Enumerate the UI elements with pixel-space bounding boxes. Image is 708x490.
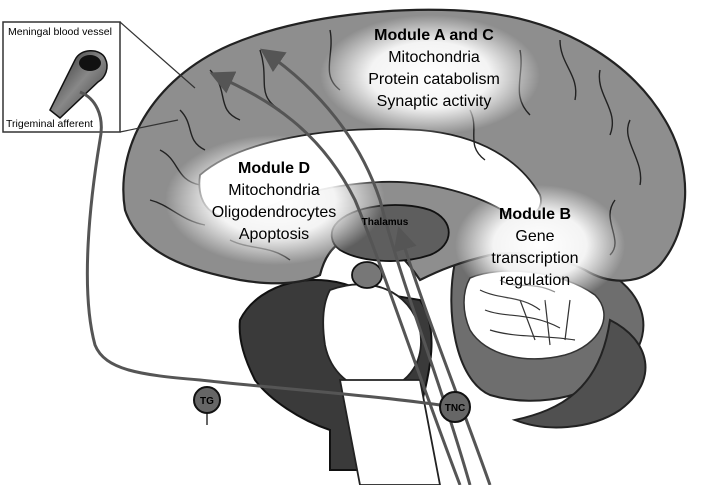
inset-top-label: Meningal blood vessel — [8, 26, 112, 38]
tnc-label: TNC — [445, 403, 466, 414]
module-d-line-2: Oligodendrocytes — [212, 204, 337, 221]
inset-bottom-label: Trigeminal afferent — [6, 118, 93, 130]
tg-node — [193, 386, 221, 414]
module-ac-glow — [320, 15, 540, 135]
module-d-glow — [165, 135, 385, 265]
module-d-line-1: Mitochondria — [228, 182, 320, 199]
trigeminal-afferent-path — [79, 90, 441, 407]
cerebellum-outer-lobe — [511, 318, 647, 429]
module-b-line-3: regulation — [500, 272, 570, 289]
thalamus-label: Thalamus — [362, 217, 409, 228]
module-d-title: Module D — [238, 160, 310, 177]
ascending-path-cortex — [209, 71, 462, 486]
module-b-line-2: transcription — [491, 250, 578, 267]
hypothalamus-node — [351, 261, 383, 289]
module-b-title: Module B — [499, 206, 571, 223]
tnc-node — [439, 391, 471, 423]
inset-connector-bottom — [119, 119, 179, 133]
module-b-line-1: Gene — [515, 228, 554, 245]
tg-label: TG — [200, 396, 214, 407]
module-ac-line-2: Protein catabolism — [368, 71, 500, 88]
module-ac-line-3: Synaptic activity — [377, 93, 492, 110]
module-d-line-3: Apoptosis — [239, 226, 309, 243]
inset-connector-top — [119, 21, 196, 89]
module-ac-line-1: Mitochondria — [388, 49, 480, 66]
module-ac-title: Module A and C — [374, 27, 494, 44]
module-b-glow — [455, 185, 625, 305]
vessel-lumen — [79, 55, 101, 71]
ascending-path-thalamus — [393, 226, 492, 486]
